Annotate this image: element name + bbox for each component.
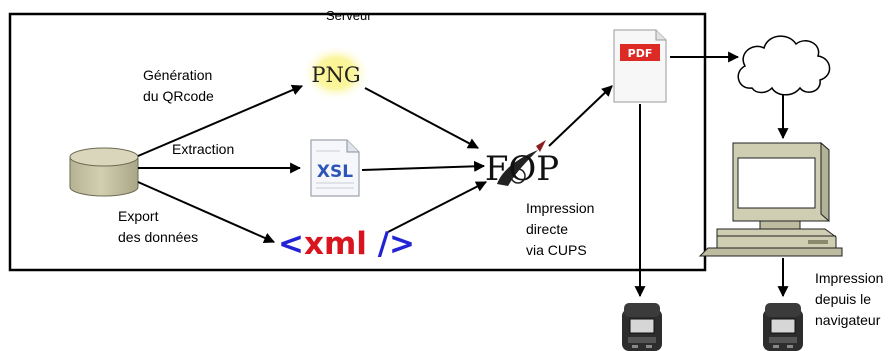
fop-logo-icon	[497, 140, 546, 186]
pdf-file-icon	[613, 29, 667, 103]
arrow-db-to-png	[137, 84, 304, 157]
internet-cloud-icon	[737, 35, 831, 96]
arrow-xml-to-fop	[387, 181, 487, 233]
arrow-db-to-xml	[137, 181, 276, 244]
label-extraction: Extraction	[172, 141, 235, 157]
label-export: Export des données	[118, 208, 199, 245]
database-icon	[69, 147, 139, 197]
label-cups: Impression directe via CUPS	[526, 200, 595, 258]
xml-file-icon: <xml />	[278, 226, 415, 262]
printer-client-icon	[763, 303, 803, 351]
pdf-label: PDF	[628, 47, 653, 60]
arrow-png-to-fop	[364, 87, 479, 149]
png-label: PNG	[311, 63, 360, 87]
client-computer-icon	[698, 141, 843, 257]
arrow-xsl-to-fop	[361, 160, 486, 172]
xml-close-bracket: />	[366, 226, 416, 262]
diagram-title: Serveur	[326, 8, 372, 23]
server-boundary	[8, 12, 707, 272]
xsl-file-icon	[310, 139, 360, 197]
printer-server-icon	[622, 303, 662, 351]
label-browser: Impression depuis le navigateur	[815, 270, 884, 328]
png-file-icon	[302, 45, 370, 101]
xml-text: xml	[303, 226, 367, 262]
label-generation: Génération du QRcode	[143, 67, 214, 104]
arrow-fop-to-pdf	[548, 85, 613, 147]
fop-label: FOP	[485, 149, 559, 189]
xsl-label: XSL	[317, 162, 353, 182]
xml-open-bracket: <	[278, 226, 304, 262]
